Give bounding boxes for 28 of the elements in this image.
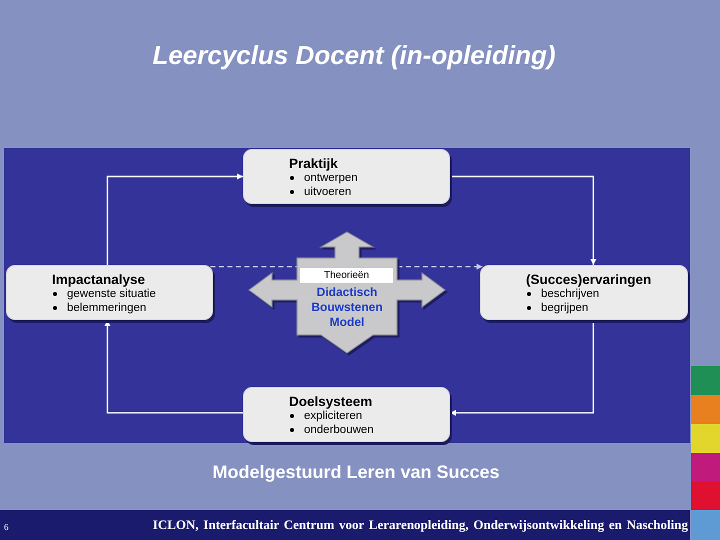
- process-card: [480, 265, 688, 320]
- slide-title: Leercyclus Docent (in-opleiding): [152, 40, 556, 70]
- connector-arrow: [450, 320, 594, 416]
- title-tag: Theorieën: [300, 268, 393, 283]
- model-label: Didactisch Bouwstenen Model: [310, 285, 384, 330]
- dashed-arrow: [210, 264, 483, 270]
- bullet-item: belemmeringen: [67, 301, 146, 315]
- bullet-item: gewenste situatie: [67, 287, 156, 301]
- caption: Modelgestuurd Leren van Succes: [212, 461, 500, 483]
- process-card: [6, 265, 213, 320]
- page-number: 6: [4, 521, 8, 533]
- process-card: [243, 149, 450, 204]
- connector-arrow: [104, 320, 243, 414]
- footer-text: ICLON, Interfacultair Centrum voor Lerarenopleiding, Onderwijsontwikkeling en Nascholing: [152, 517, 688, 533]
- connector-arrow: [106, 174, 243, 265]
- bullet-item: ontwerpen: [304, 171, 358, 185]
- connector-arrow: [450, 176, 596, 265]
- four-way-arrow: [248, 232, 446, 354]
- card-heading: Impactanalyse: [52, 272, 146, 287]
- bullet-item: uitvoeren: [304, 185, 352, 199]
- card-heading: Doelsysteem: [289, 394, 372, 409]
- bullet-item: beschrijven: [541, 287, 600, 301]
- bullet-item: begrijpen: [541, 301, 588, 315]
- bullet-item: onderbouwen: [304, 423, 374, 437]
- card-heading: (Succes)ervaringen: [526, 272, 652, 287]
- card-heading: Praktijk: [289, 156, 338, 171]
- bullet-item: expliciteren: [304, 409, 362, 423]
- process-card: [243, 387, 450, 442]
